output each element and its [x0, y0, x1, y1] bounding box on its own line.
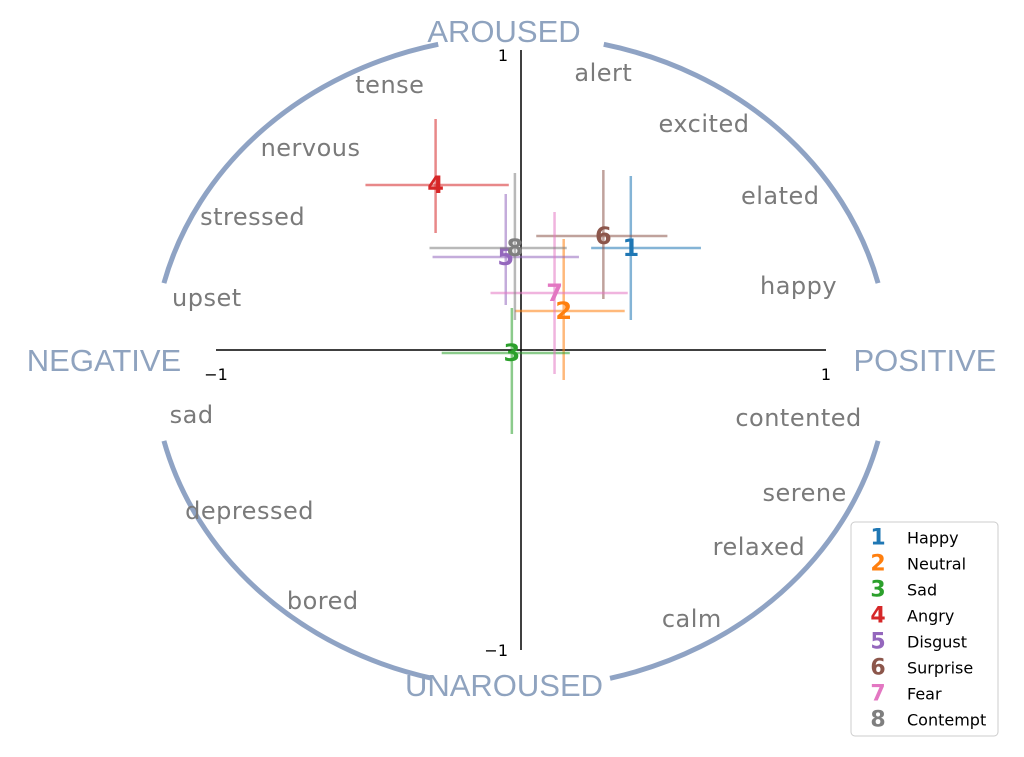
emotion-word: alert — [574, 59, 632, 87]
emotion-word: relaxed — [713, 533, 805, 561]
outer-ring — [161, 41, 881, 681]
legend-label: Neutral — [907, 555, 966, 574]
emotion-word: serene — [762, 479, 846, 507]
data-point-marker: 8 — [507, 234, 524, 262]
data-marks: 1 2 3 4 5 6 78 — [365, 119, 701, 434]
ring-arc — [609, 440, 881, 681]
series-happy: 1 — [591, 176, 701, 320]
data-point-marker: 4 — [427, 171, 444, 199]
emotion-word: excited — [659, 110, 750, 138]
series-sad: 3 — [441, 308, 570, 434]
emotion-word: upset — [172, 284, 242, 312]
emotion-word: nervous — [261, 134, 361, 162]
x-tick-label-max: 1 — [821, 365, 831, 384]
legend-label: Sad — [907, 581, 937, 600]
pole-label-right: POSITIVE — [854, 343, 997, 378]
pole-labels: AROUSED UNAROUSED NEGATIVE POSITIVE — [27, 14, 997, 703]
data-point-marker: 2 — [555, 297, 572, 325]
ring-arc — [161, 440, 433, 681]
legend-marker: 3 — [870, 578, 885, 603]
legend-marker: 5 — [870, 630, 885, 655]
legend-box — [850, 521, 999, 737]
legend-label: Contempt — [907, 711, 986, 730]
legend-label: Disgust — [907, 633, 967, 652]
pole-label-left: NEGATIVE — [27, 343, 181, 378]
data-point-marker: 7 — [546, 279, 563, 307]
legend-label: Surprise — [907, 659, 973, 678]
legend-marker: 4 — [870, 604, 885, 629]
legend-marker: 7 — [870, 682, 885, 707]
data-point-marker: 5 — [497, 243, 514, 271]
data-point-marker: 1 — [622, 234, 639, 262]
emotion-word: tense — [355, 71, 424, 99]
legend-marker: 6 — [870, 656, 885, 681]
legend-marker: 1 — [870, 526, 885, 551]
tick-labels: −1 1 1 −1 — [204, 46, 831, 660]
legend: 1 Happy 2 Neutral 3 Sad 4 Angry 5 Disgust 6 Surpris… — [850, 521, 999, 737]
series-contempt: 8 — [429, 173, 567, 320]
emotion-word: stressed — [200, 203, 305, 231]
data-point-marker: 6 — [595, 222, 612, 250]
legend-marker: 2 — [870, 552, 885, 577]
legend-label: Happy — [907, 529, 959, 548]
series-neutral: 2 — [514, 239, 625, 380]
ring-arc — [603, 41, 881, 284]
series-angry: 4 — [365, 119, 509, 233]
emotion-word: happy — [760, 272, 837, 300]
emotion-word: bored — [287, 587, 359, 615]
emotion-word: depressed — [185, 497, 314, 525]
axes — [216, 50, 826, 650]
legend-label: Angry — [907, 607, 954, 626]
x-tick-label-min: −1 — [204, 365, 228, 384]
emotion-word: contented — [735, 404, 861, 432]
pole-label-top: AROUSED — [427, 14, 580, 49]
emotion-word: sad — [170, 401, 214, 429]
pole-label-bottom: UNAROUSED — [405, 668, 603, 703]
legend-label: Fear — [907, 685, 942, 704]
series-surprise: 6 — [536, 170, 668, 299]
series-fear: 7 — [490, 212, 628, 374]
legend-marker: 8 — [870, 708, 885, 733]
emotion-word: calm — [662, 605, 722, 633]
y-tick-label-min: −1 — [484, 641, 508, 660]
emotion-words: alert excited elated happy tense nervous stres… — [170, 59, 862, 633]
ring-arc — [161, 41, 439, 284]
data-point-marker: 3 — [503, 339, 520, 367]
emotion-word: elated — [741, 182, 820, 210]
y-tick-label-max: 1 — [498, 46, 508, 65]
